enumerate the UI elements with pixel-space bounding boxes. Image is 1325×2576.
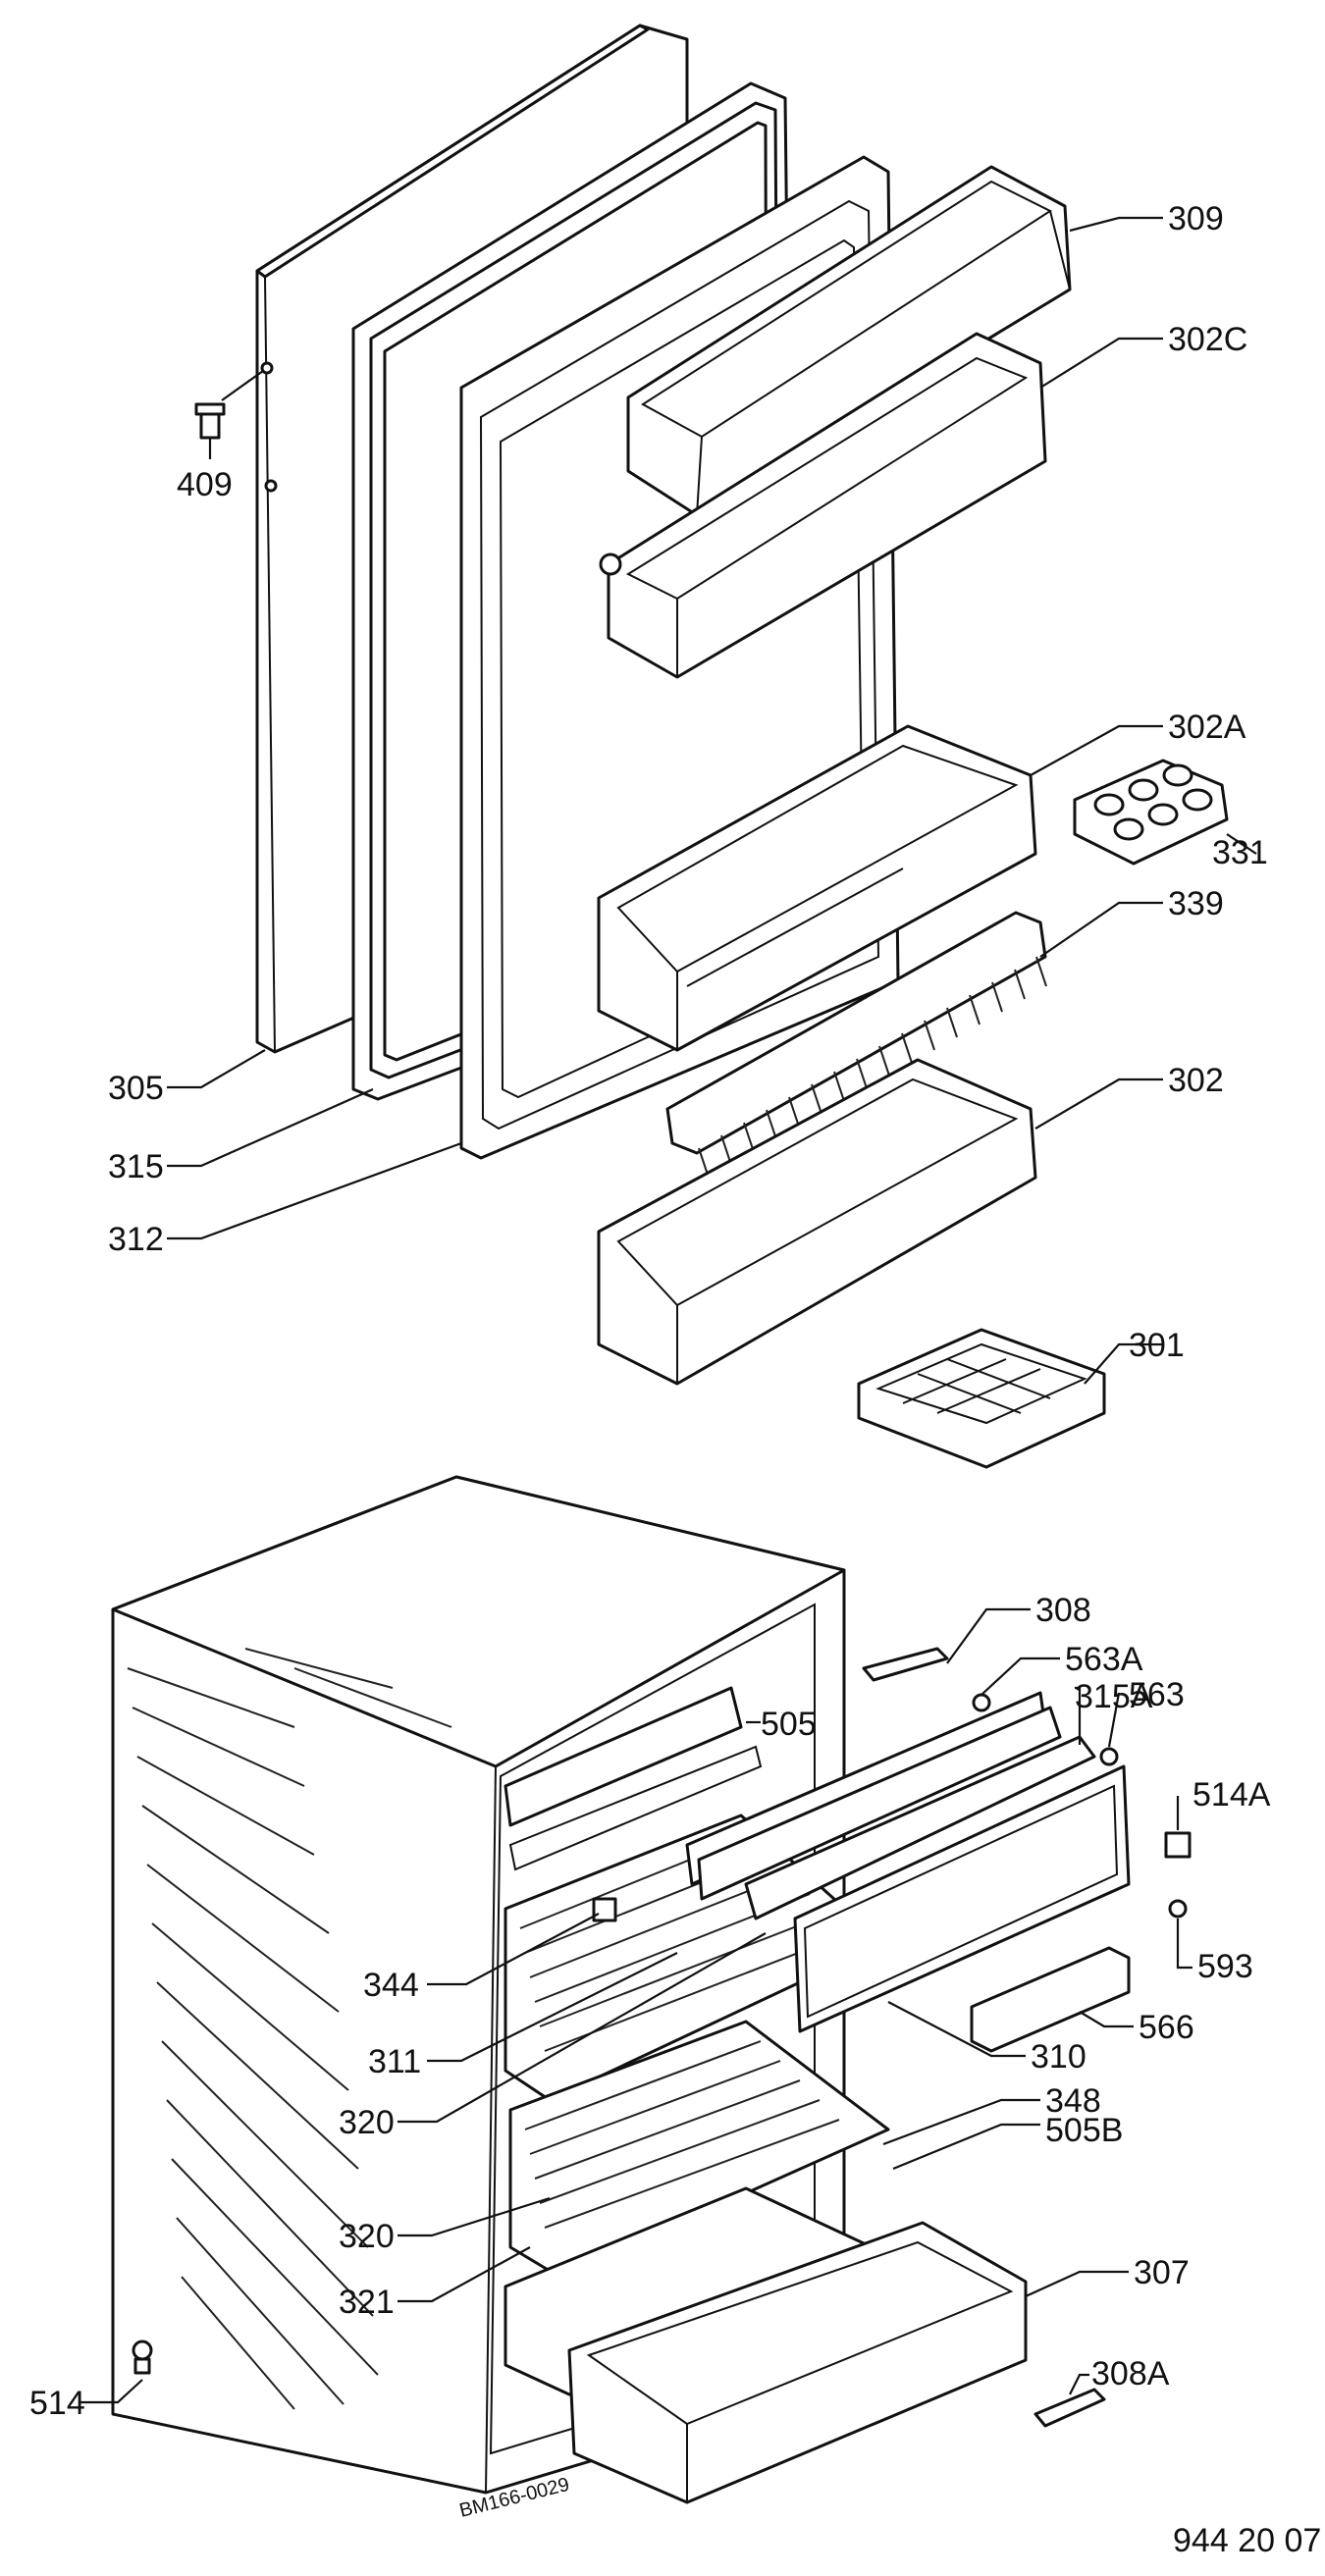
label-321: 321 (339, 2284, 395, 2321)
foot-514a (1164, 1831, 1192, 1859)
label-315: 315 (108, 1148, 164, 1185)
diagram-code: 944 20 07 (1173, 2522, 1321, 2559)
label-308a: 308A (1091, 2355, 1170, 2392)
label-302a: 302A (1168, 709, 1246, 746)
screw-563 (1099, 1747, 1119, 1766)
label-315a: 315A (1075, 1678, 1153, 1715)
leader-lines (79, 216, 1257, 2404)
ice-tray-301 (857, 1328, 1106, 1469)
door-shelf-302 (597, 1058, 1037, 1386)
label-409: 409 (177, 466, 233, 503)
label-309: 309 (1168, 200, 1224, 237)
label-308: 308 (1035, 1592, 1091, 1629)
crisper-drawer-307 (567, 2221, 1028, 2504)
egg-tray-331 (1073, 759, 1229, 866)
screw-409 (194, 370, 264, 459)
evaporator-505 (504, 1686, 763, 1871)
label-593: 593 (1197, 1948, 1253, 1985)
clip-344 (592, 1897, 617, 1922)
part-labels: 409 309 302C 302A 331 339 302 305 315 31… (29, 200, 1271, 2422)
label-320-lower: 320 (339, 2218, 395, 2255)
bottle-guard-339 (665, 911, 1047, 1179)
hinge-308a (1034, 2388, 1106, 2428)
label-505: 505 (761, 1706, 817, 1743)
label-301: 301 (1129, 1327, 1185, 1364)
freezer-door-assembly (685, 1691, 1131, 2033)
label-514a: 514A (1192, 1776, 1271, 1814)
door-shelf-302c (599, 332, 1047, 679)
label-307: 307 (1134, 2254, 1190, 2291)
plug-563a (972, 1693, 991, 1712)
label-348: 348 (1045, 2082, 1101, 2120)
label-344: 344 (363, 1967, 419, 2004)
label-310: 310 (1031, 2038, 1086, 2076)
shelf-cover-309 (626, 165, 1072, 517)
screw-593 (1168, 1899, 1188, 1919)
label-563: 563 (1129, 1676, 1185, 1713)
label-331: 331 (1212, 834, 1268, 871)
label-339: 339 (1168, 885, 1224, 922)
bracket-308 (862, 1647, 949, 1682)
label-302: 302 (1168, 1062, 1224, 1099)
label-305: 305 (108, 1070, 164, 1107)
door-shelf-302a (597, 724, 1037, 1052)
label-505b: 505B (1045, 2112, 1123, 2149)
label-563a: 563A (1065, 1641, 1143, 1678)
glass-shelf-320-lower (508, 2020, 890, 2279)
label-302c: 302C (1168, 321, 1247, 358)
label-320-upper: 320 (339, 2104, 395, 2141)
label-566: 566 (1139, 2009, 1194, 2046)
handle-566 (970, 1946, 1131, 2053)
label-311: 311 (368, 2043, 421, 2080)
label-312: 312 (108, 1221, 164, 1258)
label-514: 514 (29, 2385, 85, 2422)
foot-514 (132, 2339, 153, 2375)
